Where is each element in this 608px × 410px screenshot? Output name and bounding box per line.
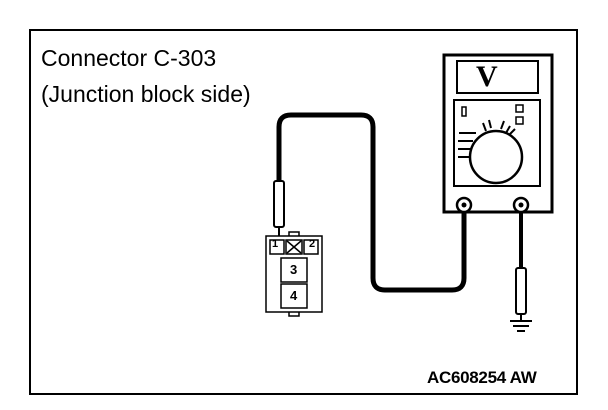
cross-mark-icon xyxy=(286,240,302,254)
figure-code: AC608254 AW xyxy=(427,368,537,387)
meter-jack-right-pin xyxy=(518,202,524,208)
connector-body xyxy=(265,231,323,317)
connector-cavity-2 xyxy=(303,239,319,255)
meter-jack-left-pin xyxy=(461,202,467,208)
connector-pin-label-1: 1 xyxy=(272,238,279,250)
meter-marker xyxy=(515,104,524,113)
connector-pin-label-4: 4 xyxy=(290,288,298,303)
meter-mode-indicator: V xyxy=(476,60,498,93)
meter-display xyxy=(456,60,539,94)
probe-handle xyxy=(273,180,285,228)
meter-marker xyxy=(515,116,524,125)
connector-pin-label-2: 2 xyxy=(309,238,316,250)
ground-probe-handle xyxy=(515,267,527,315)
figure-frame xyxy=(29,29,578,395)
connector-caption-title: Connector C-303 xyxy=(41,45,217,71)
connector-cavity-1 xyxy=(269,239,285,255)
voltmeter-icon xyxy=(442,53,554,214)
connector-caption-side: (Junction block side) xyxy=(41,81,251,107)
connector-cavity-4 xyxy=(280,283,308,309)
meter-marker xyxy=(461,106,467,117)
test-lead-wire xyxy=(276,112,467,293)
test-probe-icon xyxy=(273,180,285,244)
ground-symbol-icon xyxy=(510,320,532,332)
connector-pin-label-3: 3 xyxy=(290,262,298,277)
connector-cavity-3 xyxy=(280,257,308,283)
meter-dial xyxy=(468,129,524,185)
test-probe-icon xyxy=(515,267,527,321)
meter-scale xyxy=(458,119,516,158)
